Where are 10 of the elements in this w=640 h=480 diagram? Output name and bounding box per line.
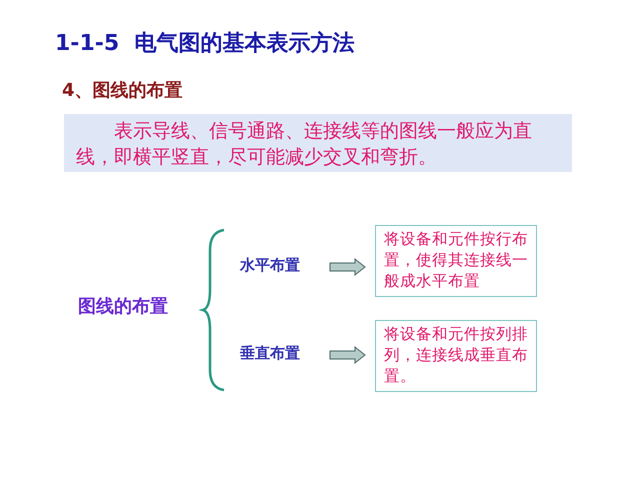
block-arrow [330,258,366,276]
block-arrow [330,346,366,364]
text-box: 将设备和元件按列排列，连接线成垂直布置。 [375,320,537,392]
node-label: 图线的布置 [78,294,198,318]
text-box: 将设备和元件按行布置，使得其连接线一般成水平布置 [375,225,537,297]
node-label: 水平布置 [240,256,300,275]
node-label: 垂直布置 [240,344,300,363]
title: 1-1-5 电气图的基本表示方法 [55,30,355,58]
section-heading: 4、图线的布置 [62,79,183,102]
text-band: 表示导线、信号通路、连接线等的图线一般应为直线，即横平竖直，尽可能减少交叉和弯折。 [64,114,572,172]
